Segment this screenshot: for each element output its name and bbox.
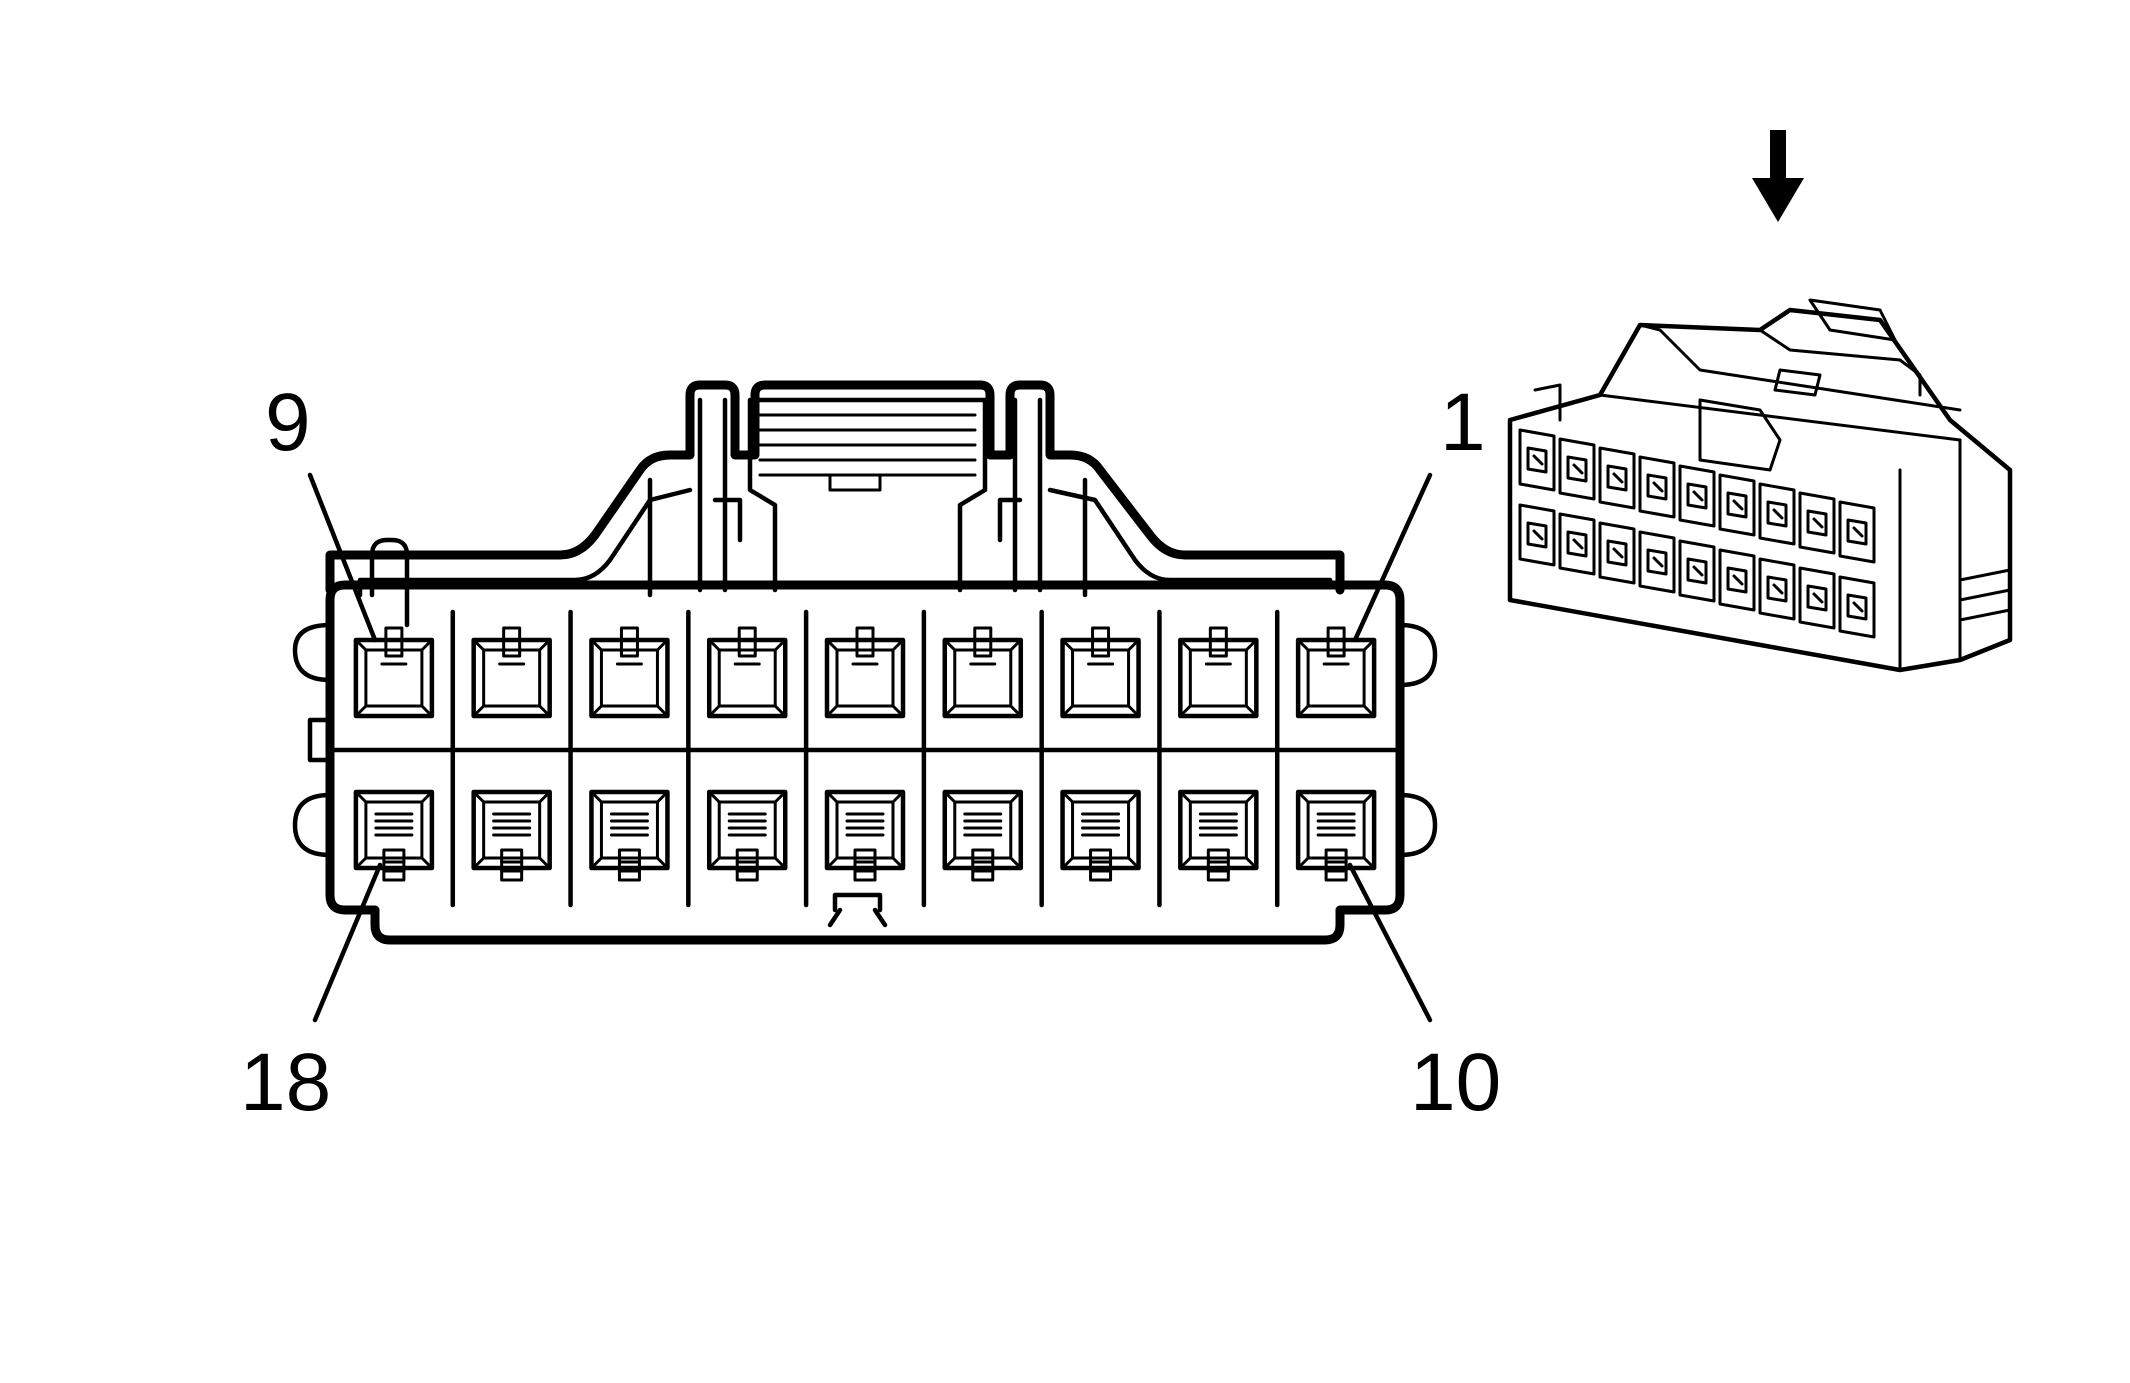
housing-top-profile xyxy=(325,380,1345,595)
pin-cavity-13 xyxy=(942,789,1024,882)
left-side-ribs xyxy=(292,622,333,858)
pin-cavity-12 xyxy=(1060,789,1141,882)
iso-top-details xyxy=(1533,298,1962,472)
pin-cavity-2 xyxy=(1178,626,1259,719)
iso-cavity xyxy=(1758,482,1796,546)
pin-cavity-15 xyxy=(706,789,788,882)
iso-cavity xyxy=(1518,428,1556,492)
leader-pin-9 xyxy=(307,472,378,643)
iso-cavity xyxy=(1518,503,1556,567)
latch-tabs xyxy=(647,397,1088,598)
iso-cavity-grid xyxy=(1518,428,1876,639)
leader-pin-18 xyxy=(312,862,383,1023)
iso-cavity xyxy=(1718,473,1756,537)
housing-top-inner xyxy=(357,487,1333,598)
pin-cavity-5 xyxy=(824,626,906,719)
down-arrow-icon xyxy=(1752,130,1804,222)
iso-side-details xyxy=(1898,438,2012,672)
iso-cavity xyxy=(1598,521,1636,585)
pin-cavity-9 xyxy=(353,626,435,719)
cavity-grid xyxy=(353,609,1377,908)
iso-cavity xyxy=(1678,464,1716,528)
pin-cavity-7 xyxy=(589,626,670,719)
bottom-key xyxy=(827,892,888,928)
right-side-ribs xyxy=(1397,622,1438,858)
iso-cavity xyxy=(1718,548,1756,612)
pin-cavity-16 xyxy=(589,789,670,882)
pin-cavity-14 xyxy=(824,789,906,882)
pin-cavity-4 xyxy=(942,626,1024,719)
iso-cavity xyxy=(1678,539,1716,603)
housing-body xyxy=(325,580,1405,945)
iso-cavity xyxy=(1798,491,1836,555)
iso-cavity xyxy=(1638,530,1676,594)
connector-isometric-view xyxy=(1507,298,2013,673)
pin-label-10: 10 xyxy=(1410,1037,1501,1128)
pin-cavity-11 xyxy=(1178,789,1259,882)
pin-cavity-1 xyxy=(1295,626,1377,719)
iso-cavity xyxy=(1598,446,1636,510)
left-post xyxy=(369,537,410,628)
iso-cavity xyxy=(1838,575,1876,639)
pin-label-18: 18 xyxy=(240,1037,331,1128)
pin-cavity-8 xyxy=(471,626,552,719)
pin-cavity-10 xyxy=(1295,789,1377,882)
pin-cavity-3 xyxy=(1060,626,1141,719)
pin-cavity-17 xyxy=(471,789,552,882)
pin-cavity-18 xyxy=(353,789,435,882)
pin-leaders xyxy=(307,472,1433,1023)
leader-pin-1 xyxy=(1352,472,1433,643)
iso-cavity xyxy=(1638,455,1676,519)
connector-face xyxy=(292,380,1438,945)
iso-cavity xyxy=(1838,500,1876,564)
iso-cavity xyxy=(1558,437,1596,501)
leader-pin-10 xyxy=(1347,862,1433,1023)
pin-cavity-6 xyxy=(706,626,788,719)
pin-label-1: 1 xyxy=(1440,377,1486,468)
iso-cavity xyxy=(1798,566,1836,630)
iso-cavity xyxy=(1758,557,1796,621)
latch-outline xyxy=(747,397,988,593)
latch-ribs xyxy=(758,413,977,492)
pin-label-9: 9 xyxy=(265,377,311,468)
iso-cavity xyxy=(1558,512,1596,576)
